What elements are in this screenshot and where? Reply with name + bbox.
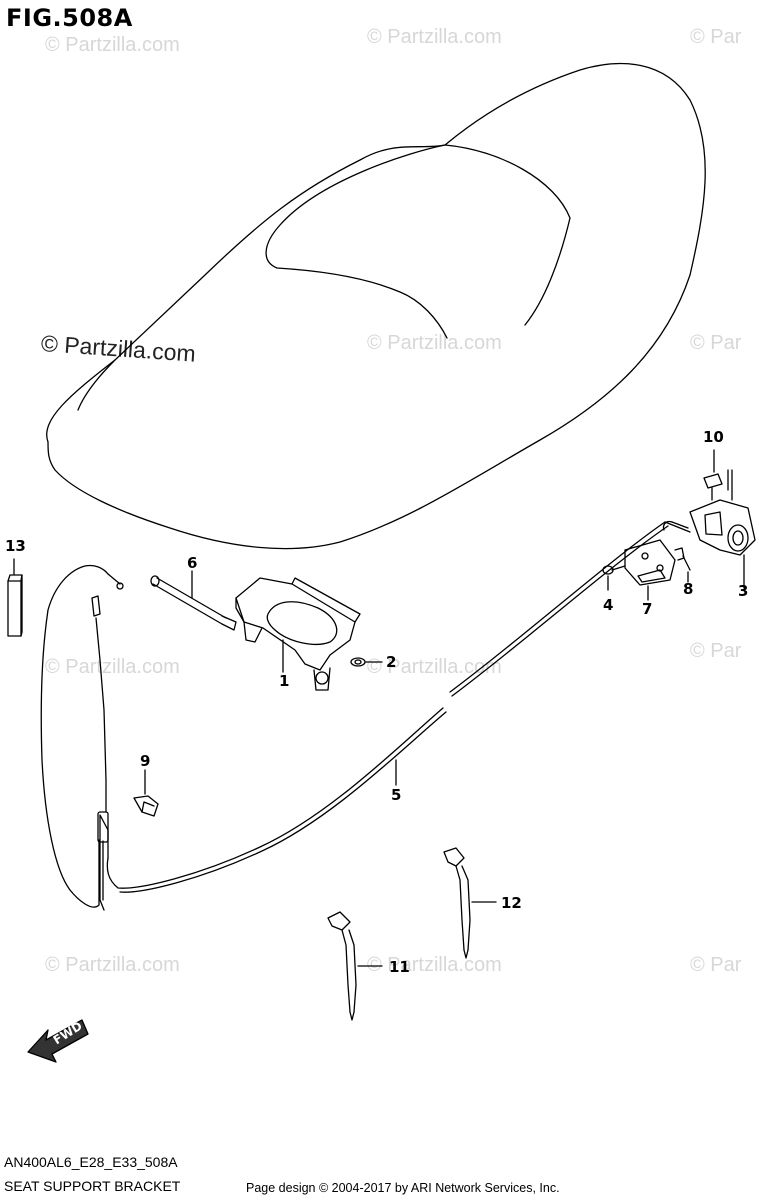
- callout-9: 9: [140, 752, 151, 770]
- part-10-bolt: [703, 449, 723, 501]
- part-9-clamp: [133, 769, 159, 817]
- fwd-arrow: [27, 1019, 89, 1063]
- callout-8: 8: [683, 580, 694, 598]
- watermark: © Partzilla.com: [45, 954, 180, 976]
- seat: [46, 62, 706, 550]
- part-2-nut: [350, 657, 383, 667]
- diagram-subtitle: SEAT SUPPORT BRACKET: [4, 1178, 181, 1194]
- callout-4: 4: [603, 596, 614, 614]
- callout-10: 10: [703, 428, 724, 446]
- watermark: © Par: [690, 332, 742, 354]
- part-8-spring: [674, 547, 691, 583]
- part-5-cable: [40, 521, 691, 911]
- watermark: © Partzilla.com: [367, 656, 502, 678]
- callout-6: 6: [187, 554, 198, 572]
- watermark: © Par: [690, 26, 742, 48]
- footer-copyright: Page design © 2004-2017 by ARI Network S…: [246, 1181, 560, 1195]
- watermark: © Partzilla.com: [45, 34, 180, 56]
- watermark: © Partzilla.com: [367, 332, 502, 354]
- watermark: © Partzilla.com: [367, 954, 502, 976]
- callout-1: 1: [279, 672, 290, 690]
- part-11-tie: [327, 911, 383, 1021]
- callout-2: 2: [386, 653, 397, 671]
- page-title: FIG.508A: [6, 4, 133, 32]
- part-13-cover: [7, 558, 23, 637]
- watermark: © Par: [690, 640, 742, 662]
- part-7-latch: [624, 539, 676, 601]
- part-1-bracket: [235, 577, 361, 691]
- part-6-shaft: [150, 570, 237, 631]
- callout-11: 11: [389, 958, 410, 976]
- watermark: © Partzilla.com: [367, 26, 502, 48]
- callout-13: 13: [5, 537, 26, 555]
- watermark: © Partzilla.com: [45, 656, 180, 678]
- part-4-screw: [602, 565, 626, 591]
- callout-12: 12: [501, 894, 522, 912]
- part-3-lock: [662, 469, 756, 589]
- part-12-tie: [443, 847, 497, 959]
- watermark: © Par: [690, 954, 742, 976]
- callout-7: 7: [642, 600, 653, 618]
- callout-3: 3: [738, 582, 749, 600]
- diagram-code: AN400AL6_E28_E33_508A: [4, 1154, 178, 1170]
- callout-5: 5: [391, 786, 402, 804]
